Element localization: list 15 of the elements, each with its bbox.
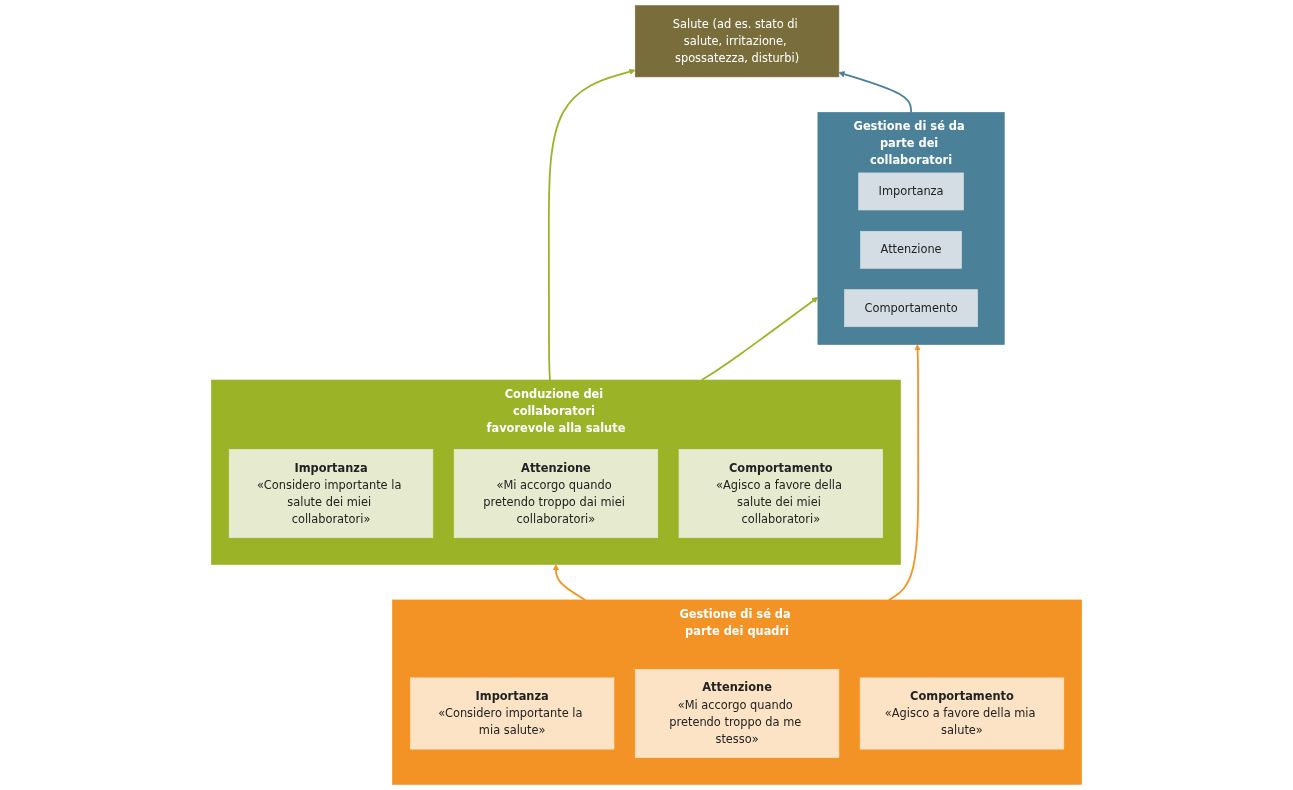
- arrow: [552, 564, 587, 601]
- node-box: Importanza: [858, 172, 964, 211]
- node-box: Attenzione «Mi accorgo quando pretendo troppo da me stesso»: [634, 669, 840, 758]
- node-box: Comportamento «Agisco a favore della salute dei miei collaboratori»: [678, 449, 883, 539]
- node-box: Salute (ad es. stato di salute, irritazione, spossatezza, disturbi): [634, 5, 840, 78]
- arrow: [547, 68, 636, 381]
- node-box: Comportamento «Agisco a favore della mia salute»: [859, 677, 1065, 750]
- node-box: Attenzione «Mi accorgo quando pretendo troppo dai miei collaboratori»: [453, 449, 659, 539]
- node-box: Importanza «Considero importante la mia salute»: [410, 677, 615, 750]
- node-box: Importanza «Considero importante la salute dei miei collaboratori»: [228, 449, 434, 539]
- arrow: [888, 344, 921, 601]
- node-box: Comportamento: [844, 289, 978, 328]
- arrow: [700, 297, 819, 381]
- node-box: Attenzione: [860, 230, 962, 269]
- arrow: [838, 71, 912, 114]
